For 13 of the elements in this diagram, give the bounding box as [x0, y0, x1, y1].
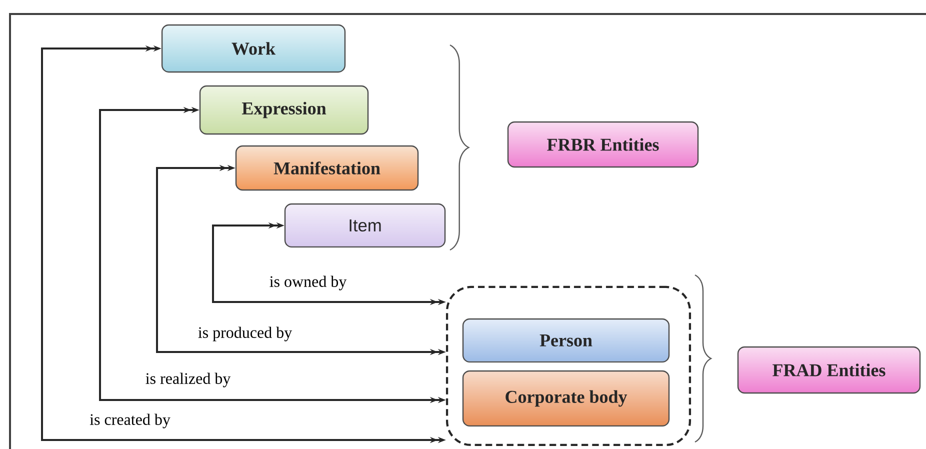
- dashed-group-box: [446, 286, 692, 446]
- entity-box: Person: [462, 318, 670, 363]
- edge-label: is produced by: [196, 325, 294, 343]
- entity-box: Item: [284, 203, 446, 248]
- entity-box: Corporate body: [462, 370, 670, 427]
- edge-label: is owned by: [268, 274, 348, 292]
- entity-box: Manifestation: [235, 145, 419, 191]
- category-box: FRAD Entities: [737, 346, 921, 394]
- category-box: FRBR Entities: [507, 121, 699, 168]
- entity-box: Expression: [199, 85, 369, 135]
- edge-label: is realized by: [144, 371, 232, 389]
- edge-label: is created by: [88, 412, 172, 430]
- entity-box: Work: [161, 24, 346, 73]
